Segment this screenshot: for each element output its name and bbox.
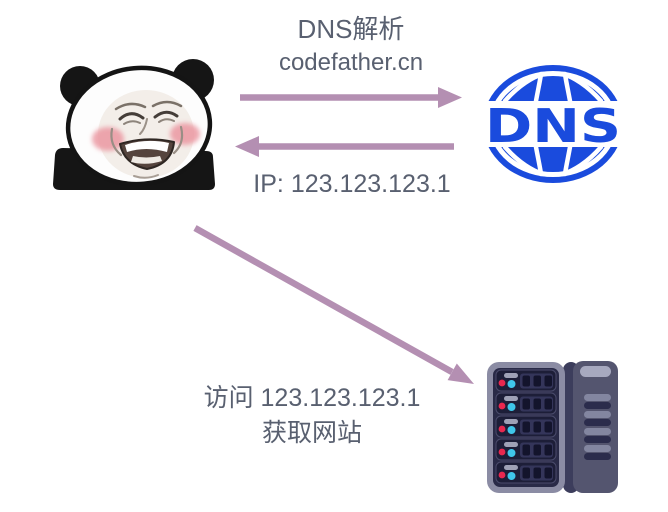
visit-ip-text: 访问 123.123.123.1 <box>203 384 421 412</box>
upper-teeth <box>125 140 169 152</box>
server-tower-handle <box>580 366 611 377</box>
eye-left <box>118 112 145 121</box>
server-unit <box>495 438 557 461</box>
dns-query-domain: codefather.cn <box>278 49 424 76</box>
dns-response-arrow <box>235 136 454 157</box>
server-tower-body <box>573 361 618 493</box>
dns-query-arrow <box>240 87 462 108</box>
nose <box>139 118 148 135</box>
dns-response-label: IP: 123.123.123.1 <box>253 169 450 199</box>
server-rack-icon <box>487 361 618 493</box>
visit-action-text: 获取网站 <box>261 419 363 447</box>
server-tower-vents <box>584 394 611 460</box>
panda-meme-face-icon <box>53 59 215 190</box>
visit-label: 访问 123.123.123.1 获取网站 <box>204 381 421 451</box>
blush-right <box>170 123 200 145</box>
dns-query-title: DNS解析 <box>297 14 405 44</box>
server-units <box>495 369 557 484</box>
eye-right <box>153 110 179 119</box>
panda-laughing-face <box>92 90 200 179</box>
dns-globe-icon: DNS <box>483 65 623 183</box>
blush-left <box>92 127 124 151</box>
lower-teeth <box>131 156 162 164</box>
visit-server-arrow <box>193 225 474 384</box>
server-unit <box>495 461 557 484</box>
dns-globe-text: DNS <box>485 99 621 153</box>
server-unit <box>495 369 557 392</box>
server-unit <box>495 392 557 415</box>
resolved-ip-text: IP: 123.123.123.1 <box>253 170 451 198</box>
dns-query-label: DNS解析 codefather.cn <box>279 13 423 79</box>
server-unit <box>495 415 557 438</box>
